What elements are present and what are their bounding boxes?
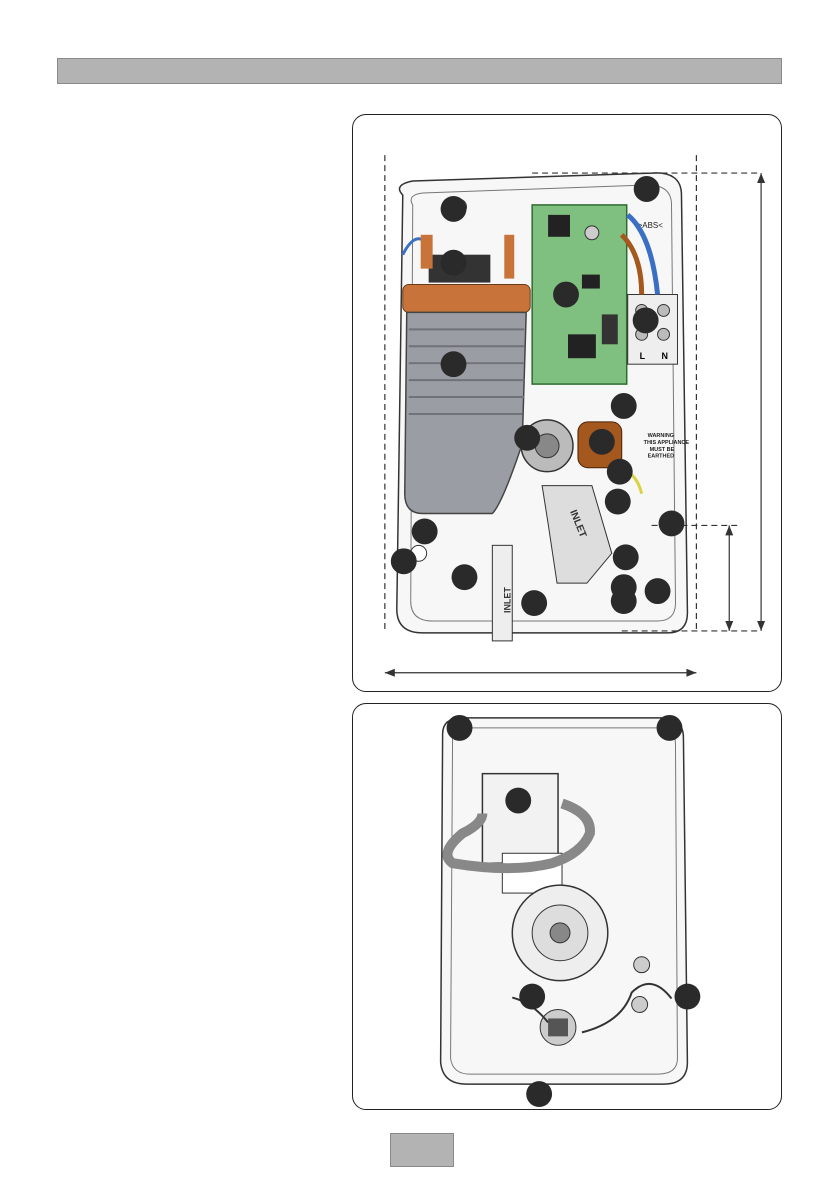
section-header-bar: [57, 58, 782, 84]
inlet-label-lower: INLET: [502, 587, 512, 613]
internal-layout-panel: >ABS< L N: [352, 114, 782, 692]
page-number-tab: [390, 1133, 454, 1167]
neutral-terminal-label: N: [662, 351, 668, 361]
svg-text:THIS APPLIANCE: THIS APPLIANCE: [644, 440, 690, 446]
cover-rear-panel: [352, 703, 782, 1110]
svg-text:MUST BE: MUST BE: [650, 447, 675, 453]
internal-layout-diagram: >ABS< L N: [353, 115, 781, 691]
svg-text:WARNING: WARNING: [648, 433, 674, 439]
cover-rear-diagram: [353, 704, 781, 1109]
svg-text:EARTHED: EARTHED: [648, 454, 674, 460]
live-terminal-label: L: [640, 351, 646, 361]
